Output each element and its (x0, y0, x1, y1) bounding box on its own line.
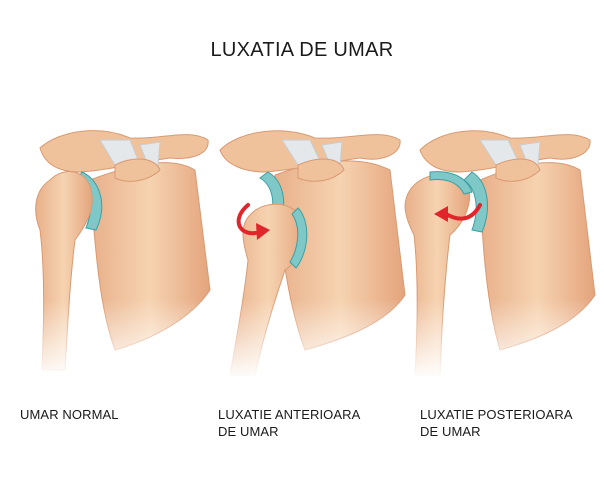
posterior-dislocation-illustration (400, 110, 600, 380)
caption-normal-shoulder: UMAR NORMAL (20, 407, 119, 422)
caption-posterior-dislocation: LUXATIE POSTERIOARA DE UMAR (420, 407, 573, 439)
normal-shoulder-illustration (20, 110, 220, 380)
diagram-title: LUXATIA DE UMAR (210, 39, 394, 61)
anterior-dislocation-illustration (210, 110, 410, 380)
caption-anterior-dislocation: LUXATIE ANTERIOARA DE UMAR (218, 407, 361, 439)
